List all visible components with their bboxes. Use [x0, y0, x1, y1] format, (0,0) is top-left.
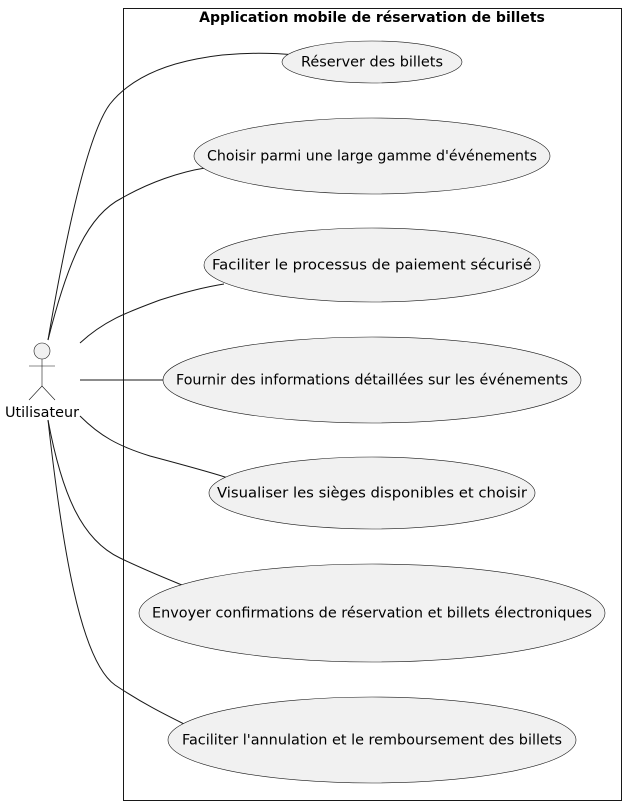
use-case-label: Envoyer confirmations de réservation et … [152, 606, 592, 622]
use-case-ellipse [167, 696, 577, 784]
use-case-label: Réserver des billets [301, 55, 443, 71]
association-line-5 [79, 415, 229, 479]
actor-label: Utilisateur [5, 405, 79, 421]
association-line-2 [47, 167, 206, 341]
system-boundary: Application mobile de réservation de bil… [123, 8, 622, 801]
use-case-ellipse [208, 456, 536, 530]
use-case-5[interactable]: Visualiser les sièges disponibles et cho… [208, 456, 536, 530]
use-case-7[interactable]: Faciliter l'annulation et le rembourseme… [167, 696, 577, 784]
actor[interactable]: Utilisateur [5, 342, 79, 421]
use-case-1[interactable]: Réserver des billets [281, 40, 463, 84]
use-case-label: Faciliter le processus de paiement sécur… [212, 258, 532, 274]
associations [47, 52, 297, 727]
use-case-ellipse [203, 227, 541, 303]
use-case-ellipse [193, 117, 551, 195]
use-case-4[interactable]: Fournir des informations détaillées sur … [162, 336, 582, 424]
use-case-ellipse [162, 336, 582, 424]
association-line-7 [47, 419, 189, 727]
association-line-3 [79, 283, 225, 344]
use-case-6[interactable]: Envoyer confirmations de réservation et … [138, 563, 606, 663]
use-case-ellipse [138, 563, 606, 663]
actor-head [33, 342, 51, 360]
use-case-label: Choisir parmi une large gamme d'événemen… [207, 149, 537, 165]
use-case-label: Visualiser les sièges disponibles et cho… [217, 486, 527, 502]
system-title: Application mobile de réservation de bil… [199, 10, 545, 26]
association-line-1 [47, 52, 297, 341]
use-case-ellipse [281, 40, 463, 84]
system-boundary-rect [123, 8, 622, 801]
association-line-6 [47, 419, 183, 586]
actor-right-leg [41, 385, 56, 401]
actor-left-leg [28, 385, 43, 401]
use-case-label: Fournir des informations détaillées sur … [176, 373, 568, 389]
use-case-3[interactable]: Faciliter le processus de paiement sécur… [203, 227, 541, 303]
use-cases: Réserver des billets Choisir parmi une l… [138, 40, 606, 784]
use-case-label: Faciliter l'annulation et le rembourseme… [182, 733, 562, 749]
use-case-2[interactable]: Choisir parmi une large gamme d'événemen… [193, 117, 551, 195]
